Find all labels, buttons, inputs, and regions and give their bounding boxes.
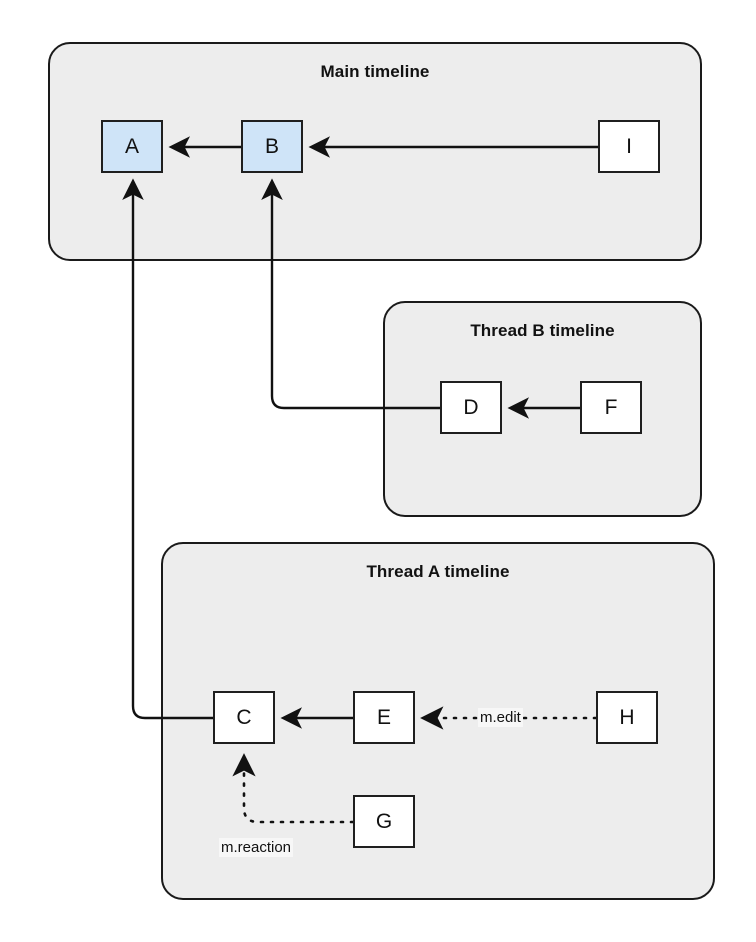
node-h[interactable]: H [596,691,658,744]
node-b-label: B [264,134,279,158]
node-f[interactable]: F [580,381,642,434]
group-title-main-timeline: Main timeline [320,62,430,81]
node-g[interactable]: G [353,795,415,848]
group-title-thread-a-timeline: Thread A timeline [366,562,510,581]
node-d[interactable]: D [440,381,502,434]
node-e-label: E [376,705,391,729]
node-b[interactable]: B [241,120,303,173]
node-c[interactable]: C [213,691,275,744]
node-e[interactable]: E [353,691,415,744]
edge-label-m-edit: m.edit [478,708,523,727]
node-f-label: F [604,395,618,419]
node-a-label: A [124,134,139,158]
group-title-thread-b-timeline: Thread B timeline [470,321,615,340]
edge-c-to-a [122,178,213,720]
node-h-label: H [619,705,635,729]
node-d-label: D [463,395,479,419]
edge-label-m-reaction: m.reaction [219,838,294,857]
node-i[interactable]: I [598,120,660,173]
node-i-label: I [626,134,632,158]
node-g-label: G [375,809,393,833]
node-a[interactable]: A [101,120,163,173]
edge-d-to-b [261,178,440,410]
edge-g-to-c [232,753,355,824]
node-c-label: C [236,705,252,729]
